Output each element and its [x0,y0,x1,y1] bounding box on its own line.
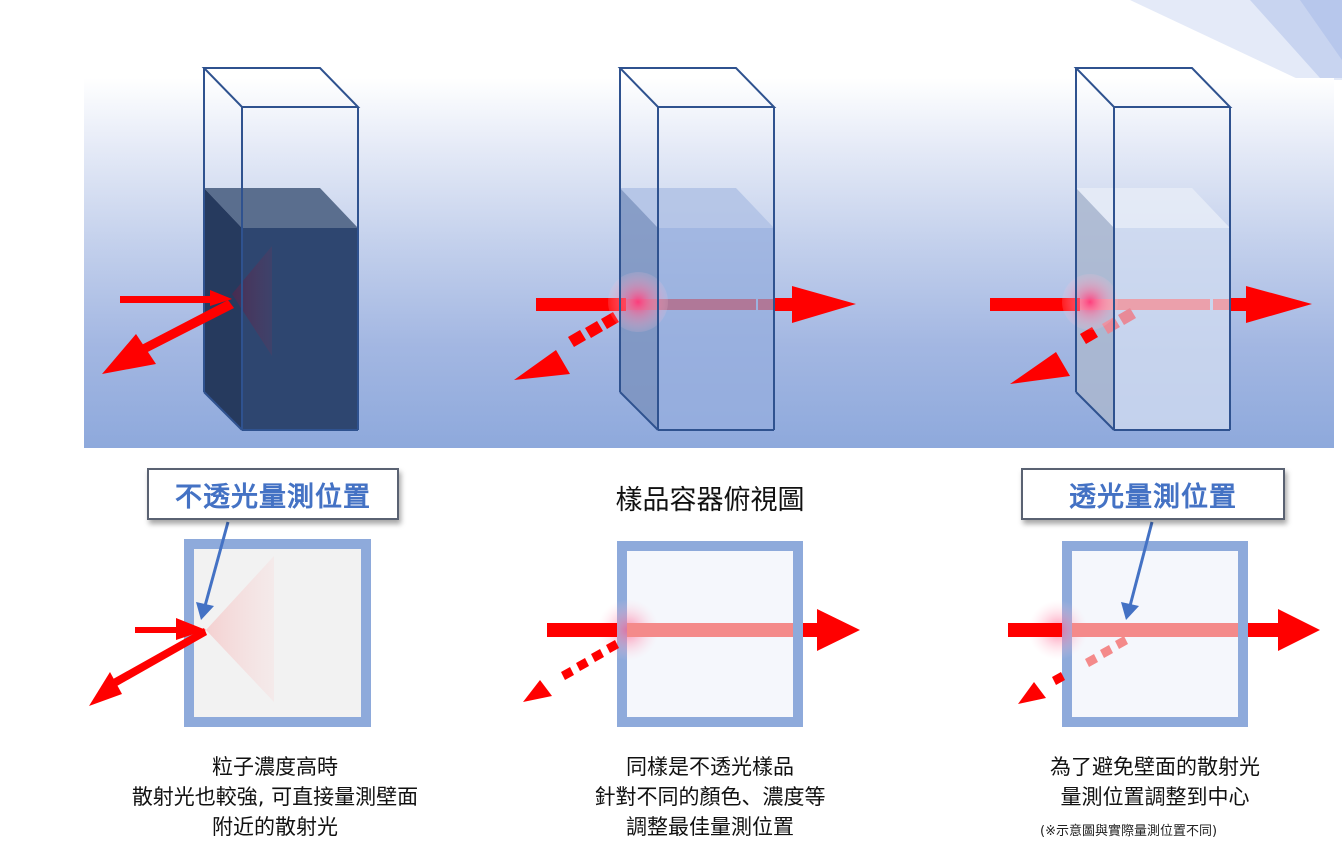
cuvette-3d-opaque [102,67,361,431]
cuvette-3d-middle [514,67,856,431]
caption-line: 附近的散射光 [212,815,338,839]
middle-caption: 同樣是不透光樣品 針對不同的顏色、濃度等 調整最佳量測位置 [560,752,860,842]
cuvette-3d-transparent [990,67,1312,431]
laser-beam-icon [102,290,234,374]
caption-line: 針對不同的顏色、濃度等 [594,785,826,809]
container-top-view-title: 樣品容器俯視圖 [615,485,805,516]
caption-line: 粒子濃度高時 [212,755,338,779]
opaque-caption: 粒子濃度高時 散射光也較強, 可直接量測壁面 附近的散射光 [95,752,455,842]
transparent-caption: 為了避免壁面的散射光 量測位置調整到中心 [1015,752,1295,812]
corner-decoration [1130,0,1342,80]
caption-line: 為了避免壁面的散射光 [1050,755,1260,779]
caption-line: 調整最佳量測位置 [626,815,794,839]
caption-line: 散射光也較強, 可直接量測壁面 [131,785,419,809]
transparent-measurement-label: 透光量測位置 [1021,468,1285,520]
top-view-middle [523,541,860,727]
top-view-transparent [1008,521,1320,727]
caption-line: 同樣是不透光樣品 [626,755,794,779]
top-view-opaque [89,521,371,727]
pointer-arrow-icon [196,521,230,620]
disclaimer-note: (※示意圖與實際量測位置不同) [1040,824,1218,839]
opaque-measurement-label: 不透光量測位置 [147,468,399,520]
pointer-arrow-icon [1121,521,1154,620]
caption-line: 量測位置調整到中心 [1060,785,1250,809]
